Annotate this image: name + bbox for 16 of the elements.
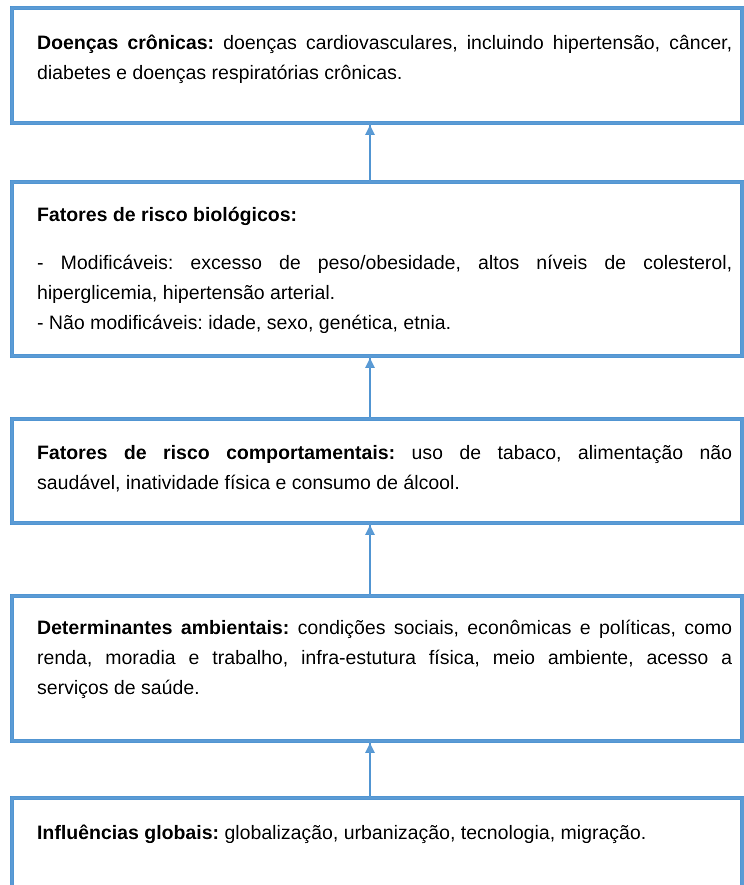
box-text: - Não modificáveis: idade, sexo, genética, etnia.: [37, 311, 452, 336]
arrow: [365, 525, 375, 594]
arrow: [365, 358, 375, 417]
text-box: [10, 180, 744, 358]
text-box: [10, 6, 744, 125]
box-text: Influências globais: globalização, urbanização, tecnologia, migração.: [37, 821, 648, 846]
box-text: Doenças crônicas: doenças cardiovasculares, incluindo hipertensão, câncer, diabetes e doenças respiratórias crônicas.: [37, 31, 732, 86]
arrow: [365, 743, 375, 796]
arrow: [365, 125, 375, 180]
text-box: [10, 594, 744, 743]
box-text: - Modificáveis: excesso de peso/obesidade, altos níveis de colesterol, hiperglicemia, hipertensão arterial.: [37, 251, 732, 306]
box-text: Determinantes ambientais: condições sociais, econômicas e políticas, como renda, moradia e trabalho, infra-estutura física, meio ambiente, acesso a serviços de saúde.: [37, 616, 732, 701]
box-heading: Fatores de risco biológicos:: [37, 203, 298, 228]
text-box: [10, 417, 744, 525]
text-box: [10, 796, 744, 885]
box-text: Fatores de risco comportamentais: uso de tabaco, alimentação não saudável, inatividade física e consumo de álcool.: [37, 441, 732, 496]
